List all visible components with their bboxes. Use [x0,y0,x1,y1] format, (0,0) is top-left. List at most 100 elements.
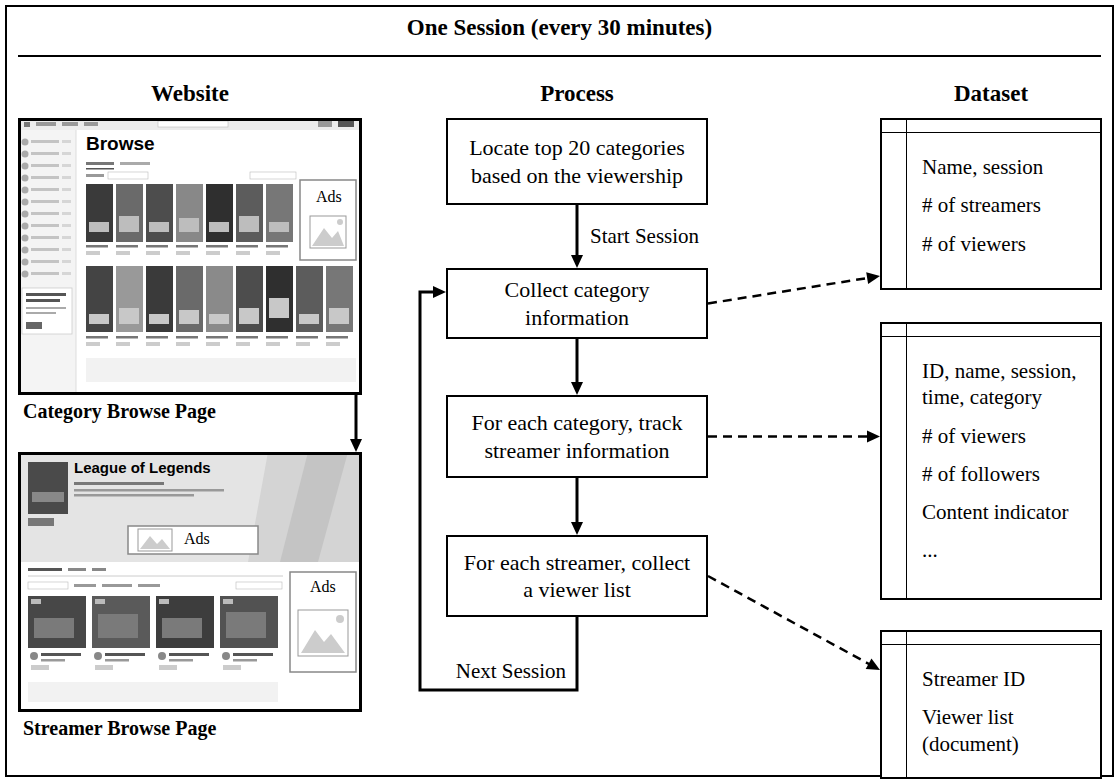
category-page-screenshot-detail [22,235,29,242]
category-page-screenshot-detail [89,222,109,232]
category-page-screenshot-detail [158,121,228,127]
category-page-screenshot-detail [176,266,203,332]
streamer-page-screenshot-detail [41,659,257,662]
flow-arrow [571,339,583,395]
streamer-page-screenshot-detail [28,568,62,571]
streamer-page-screenshot-detail [74,494,194,497]
diagram-title: One Session (every 30 minutes) [0,14,1119,42]
table-body: Streamer IDViewer list (document) [882,632,1100,777]
arrow-head [433,286,446,298]
table-header-rule [882,644,1100,645]
connector-line [708,278,869,304]
table-header-rule [882,132,1100,133]
category-page-screenshot-detail [86,336,108,339]
streamer-page-screenshot-detail [298,610,348,656]
streamer-page-screenshot-detail [18,452,362,562]
category-page-screenshot-detail [116,245,138,248]
streamer-page-screenshot-detail [28,596,86,648]
process-box: For each streamer, collect a viewer list [446,535,708,617]
category-page-screenshot-detail [31,188,59,191]
category-page-screenshot-detail [86,162,114,165]
streamer-page-screenshot-detail [128,526,258,554]
connector-line [420,292,577,690]
category-page-screenshot-detail [266,245,288,248]
category-page-screenshot-detail [206,184,233,242]
field-text: Content indicator [922,499,1092,525]
category-page-screenshot-detail [22,271,29,278]
streamer-page-screenshot-detail [105,653,145,656]
edge-label: Start Session [587,224,702,249]
streamer-page-screenshot-detail [220,596,278,648]
category-page-screenshot-detail [116,251,130,255]
category-page-screenshot-detail [31,236,59,239]
streamer-page-screenshot-detail [74,489,224,492]
category-page-screenshot-detail [22,187,29,194]
streamer-page-screenshot-detail [41,653,81,656]
category-page-screenshot-detail [296,266,323,332]
category-page-screenshot-detail [337,219,343,225]
category-page-screenshot-detail [86,342,340,346]
category-page-screenshot-detail [236,336,258,339]
category-page-screenshot-detail [22,151,29,158]
ad-placeholder-text: Ads [316,187,342,206]
streamer-page-screenshot-detail [226,612,266,638]
category-page-screenshot-detail [86,174,104,177]
arrow-head [867,431,880,443]
process-text: For each category, track streamer inform… [458,409,696,464]
category-page-screenshot-detail [84,122,98,126]
category-page-screenshot-detail [179,218,199,232]
category-page-screenshot-detail [62,224,71,227]
process-text: Locate top 20 categories based on the vi… [458,134,696,189]
category-page-screenshot-detail [62,236,71,239]
streamer-page-screenshot-detail [138,584,160,587]
streamer-page-screenshot-detail [41,653,273,656]
screenshot-caption: Category Browse Page [23,399,216,423]
streamer-page-screenshot-detail [223,599,233,604]
category-page-screenshot-detail [22,288,72,334]
category-page-screenshot-detail [116,266,143,332]
field-text: Viewer list (document) [922,704,1092,757]
title-rule [18,55,1101,57]
category-page-screenshot-detail [24,122,30,127]
category-page-screenshot-detail [236,184,263,242]
category-page-screenshot-detail [116,342,130,346]
connector-line [576,339,579,384]
streamer-page-screenshot-detail [92,568,106,571]
category-page-screenshot-detail [62,164,71,167]
streamer-page-screenshot-detail [31,665,241,670]
arrow-head [866,272,880,284]
connector-line [576,205,579,257]
category-page-screenshot-detail [300,180,356,260]
connector-line [576,478,579,524]
category-page-screenshot-detail [86,342,100,346]
streamer-page-screenshot-detail [95,599,105,604]
category-page-screenshot-detail [86,245,108,248]
category-page-screenshot-detail [206,266,233,332]
category-page-screenshot-detail [266,336,288,339]
category-page-screenshot-detail [22,175,29,182]
streamer-page-screenshot-detail [30,652,38,660]
streamer-page-screenshot-detail [105,659,129,662]
category-page-screenshot-detail [326,342,340,346]
process-text: Collect category information [458,276,696,331]
screenshot-frame: Streamer Browse Page [18,452,362,712]
category-page-screenshot-detail [326,336,348,339]
category-page-screenshot-detail [22,223,29,230]
streamer-page-screenshot-detail [28,582,68,589]
category-page-screenshot-detail [62,200,71,203]
process-text: For each streamer, collect a viewer list [458,549,696,604]
category-page-screenshot-detail [31,200,59,203]
streamer-page-screenshot-detail [159,599,169,604]
category-page-screenshot-detail [26,293,66,296]
category-page-screenshot-detail [62,260,71,263]
streamer-page-screenshot-detail [162,618,202,638]
streamer-page-screenshot-detail [169,659,193,662]
category-page-screenshot-detail [86,358,356,382]
category-page-screenshot-detail [296,342,310,346]
data-link-arrow [708,576,880,670]
category-page-screenshot-detail [86,266,113,332]
streamer-page-screenshot-detail [31,665,49,670]
category-page-screenshot [18,118,362,395]
category-page-screenshot-detail [89,298,349,324]
streamer-page-screenshot-detail [233,659,257,662]
